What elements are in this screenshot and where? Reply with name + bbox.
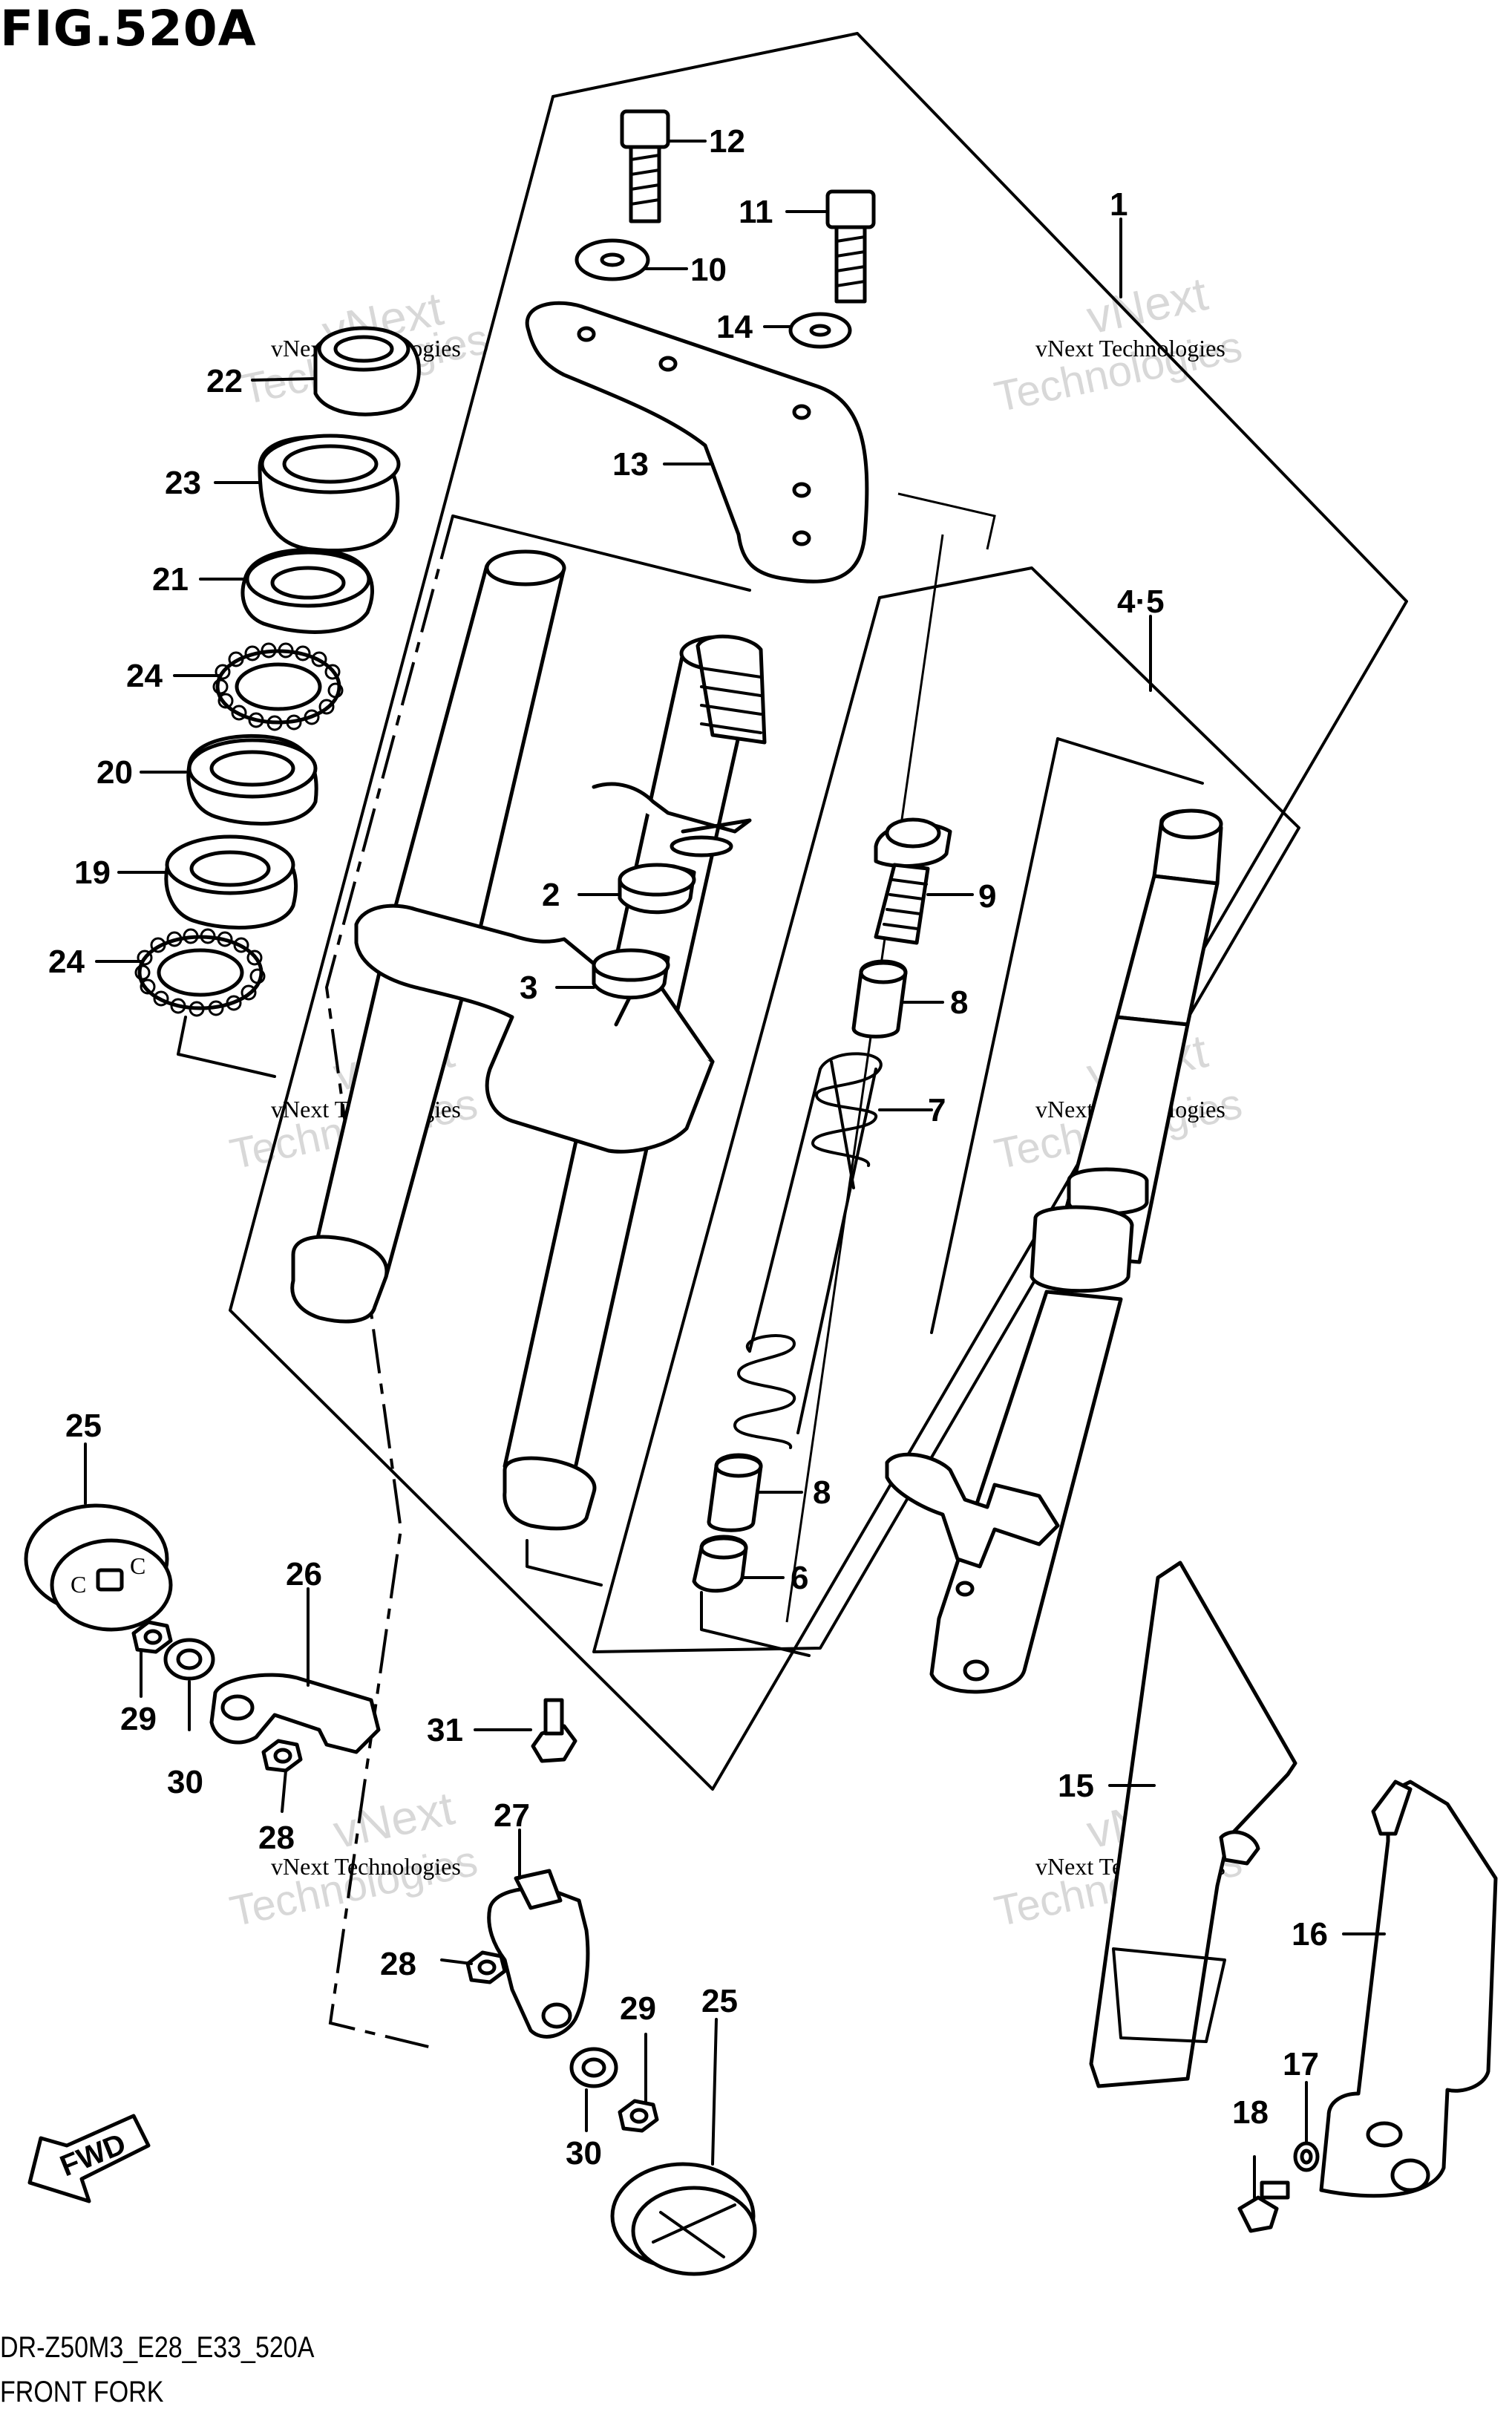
bearing-group-bracket	[177, 1016, 276, 1078]
part-8-spacer-lower	[707, 1453, 763, 1532]
part-21-race	[240, 548, 374, 634]
part-25-cap-right	[610, 2162, 757, 2276]
callout-17: 17	[1283, 2046, 1319, 2082]
callout-30-left: 30	[167, 1764, 203, 1800]
part-28-nut-lower	[465, 1950, 507, 1984]
callout-24-upper: 24	[126, 658, 163, 694]
callout-6: 6	[791, 1560, 808, 1596]
figure-code: DR-Z50M3_E28_E33_520A	[0, 2331, 315, 2364]
part-6-cap	[692, 1535, 748, 1593]
part-24-bearing-lower	[134, 928, 266, 1017]
callout-29-right: 29	[620, 1990, 656, 2027]
part-9-bolt	[874, 817, 952, 945]
damper-group-outline	[1056, 737, 1204, 785]
callout-2: 2	[542, 877, 560, 913]
inner-tube-bottom	[526, 1539, 603, 1587]
part-2-collar	[618, 863, 696, 915]
part-16-fork-cover	[1319, 1780, 1498, 2198]
callout-labels: 12 11 10 14 13 1 4·5 22 23 21 24 20 19 2…	[48, 123, 1328, 2172]
callout-23: 23	[165, 465, 201, 501]
callout-4-5: 4·5	[1117, 584, 1165, 620]
part-24-bearing-upper	[212, 642, 344, 731]
part-28-nut-upper	[261, 1739, 303, 1773]
part-29-nut-right	[618, 2099, 659, 2133]
part-22-nut	[313, 326, 421, 416]
part-27-bracket	[487, 1869, 590, 2039]
part-20-race	[186, 733, 318, 826]
callout-21: 21	[152, 561, 189, 598]
cap-mark: C	[130, 1552, 145, 1579]
part-30-washer-right	[569, 2047, 618, 2088]
part-11-bolt	[825, 189, 876, 304]
callout-16: 16	[1292, 1916, 1328, 1953]
callout-31: 31	[427, 1712, 463, 1748]
part-19-seal	[164, 834, 298, 930]
watermark-text: vNext Technologies	[271, 1853, 461, 1880]
callout-28-lower: 28	[380, 1946, 416, 1982]
callout-7: 7	[928, 1092, 946, 1128]
watermark-topright: vNext Technologies vNext Technologies	[990, 267, 1246, 422]
callout-30-right: 30	[566, 2135, 602, 2172]
part-15-fork-guard	[1089, 1561, 1297, 2088]
part-3-collar	[592, 948, 670, 1000]
part-10-washer	[575, 238, 650, 281]
part-31-bolt	[531, 1698, 577, 1763]
spring-group-line	[897, 492, 996, 550]
part-30-washer-left	[163, 1638, 215, 1681]
part-8-spacer-upper	[851, 959, 908, 1039]
callout-13: 13	[612, 446, 649, 483]
damper-group-side	[930, 737, 1059, 1334]
fwd-arrow: FWD	[27, 2114, 151, 2203]
part-18-screw	[1237, 2180, 1290, 2233]
fork-stem-threaded	[696, 634, 767, 745]
callout-22: 22	[206, 363, 243, 399]
part-25-cap-left: C C	[24, 1503, 173, 1632]
leader-lines	[84, 140, 1386, 2199]
callout-15: 15	[1058, 1768, 1094, 1804]
callout-27: 27	[494, 1797, 530, 1834]
callout-3: 3	[520, 970, 537, 1006]
callout-26: 26	[286, 1556, 322, 1592]
part-26-bracket	[209, 1673, 381, 1754]
callout-11: 11	[739, 194, 773, 230]
part-7-spring	[733, 1052, 883, 1449]
inner-tube-outline	[451, 514, 751, 592]
left-inner-tube	[290, 549, 566, 1324]
callout-20: 20	[96, 754, 133, 791]
figure-caption: FRONT FORK	[0, 2376, 164, 2408]
callout-12: 12	[709, 123, 745, 160]
part-14-washer	[788, 312, 852, 349]
callout-28-upper: 28	[258, 1820, 295, 1856]
cap-mark: C	[71, 1571, 86, 1598]
assembly-outline-1	[229, 32, 1408, 1791]
outer-fork-leg	[885, 808, 1223, 1694]
callout-24-lower: 24	[48, 944, 85, 980]
part-13-handlebar-bracket	[525, 301, 869, 584]
part-12-bolt	[620, 109, 670, 223]
callout-8-lower: 8	[813, 1474, 831, 1511]
callout-10: 10	[690, 252, 727, 288]
callout-9: 9	[978, 878, 996, 915]
callout-25-left: 25	[65, 1408, 102, 1444]
callout-18: 18	[1232, 2094, 1269, 2131]
figure-title: FIG.520A	[0, 0, 257, 57]
callout-8-upper: 8	[950, 984, 968, 1021]
callout-29-left: 29	[120, 1701, 157, 1737]
callout-19: 19	[74, 855, 111, 891]
part-23-seal	[258, 434, 401, 552]
inner-tube-dashline	[324, 515, 454, 2051]
callout-25-right: 25	[701, 1983, 738, 2019]
callout-1: 1	[1110, 186, 1128, 223]
callout-14: 14	[716, 309, 753, 345]
part-17-washer	[1293, 2141, 1320, 2172]
part-29-nut-left	[131, 1620, 173, 1654]
spring-group-bottom	[700, 1591, 811, 1657]
watermark-text: vNext Technologies	[1035, 335, 1225, 362]
